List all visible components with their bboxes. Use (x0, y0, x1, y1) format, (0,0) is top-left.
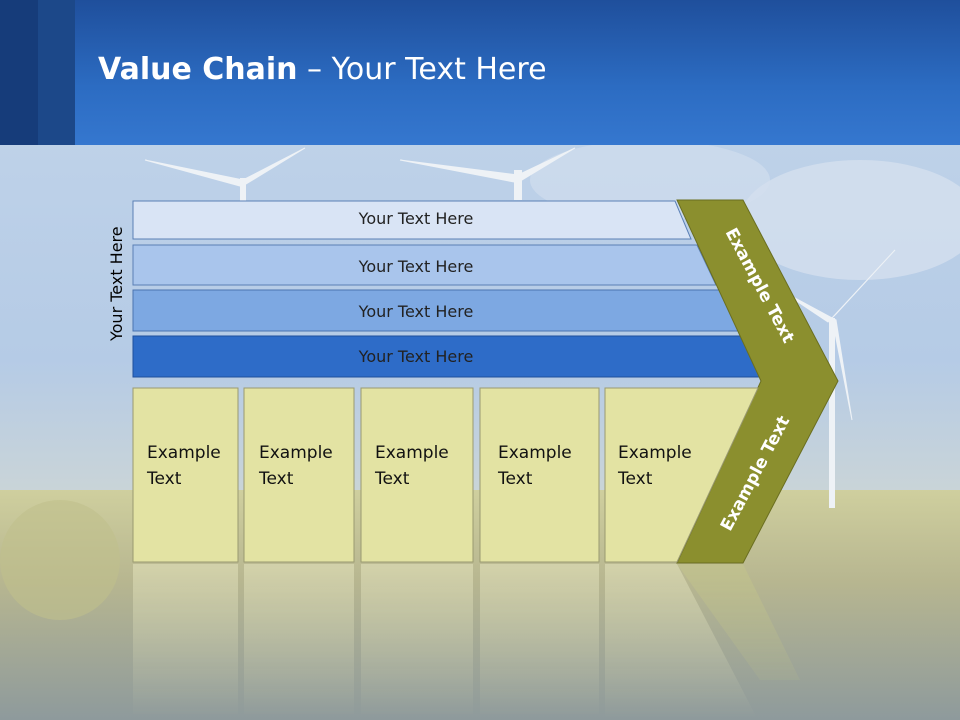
bar-3-label: Your Text Here (358, 302, 474, 321)
box-1-shape (132, 387, 239, 563)
title-rest: – Your Text Here (297, 52, 547, 87)
box-line-2: Text (259, 469, 294, 489)
box-3-shape (360, 387, 474, 563)
slide-title: Value Chain – Your Text Here (98, 52, 547, 87)
box-line-2: Text (147, 469, 182, 489)
box-line-1: Example (147, 443, 221, 463)
box-2-shape (243, 387, 355, 563)
box-5-shape (604, 387, 759, 563)
header-accent-strip (0, 0, 38, 145)
bar-1-label: Your Text Here (358, 209, 474, 228)
header-accent-strip (38, 0, 75, 145)
box-line-1: Example (618, 443, 692, 463)
header-band (0, 0, 960, 145)
box-line-1: Example (498, 443, 572, 463)
bar-4-label: Your Text Here (358, 347, 474, 366)
title-bold: Value Chain (98, 52, 298, 87)
bar-1-shape (132, 200, 692, 240)
box-line-2: Text (498, 469, 533, 489)
box-line-1: Example (259, 443, 333, 463)
box-line-1: Example (375, 443, 449, 463)
box-line-2: Text (375, 469, 410, 489)
chevron-shape (676, 199, 839, 564)
box-line-2: Text (618, 469, 653, 489)
bar-2-label: Your Text Here (358, 257, 474, 276)
box-4-shape (479, 387, 600, 563)
